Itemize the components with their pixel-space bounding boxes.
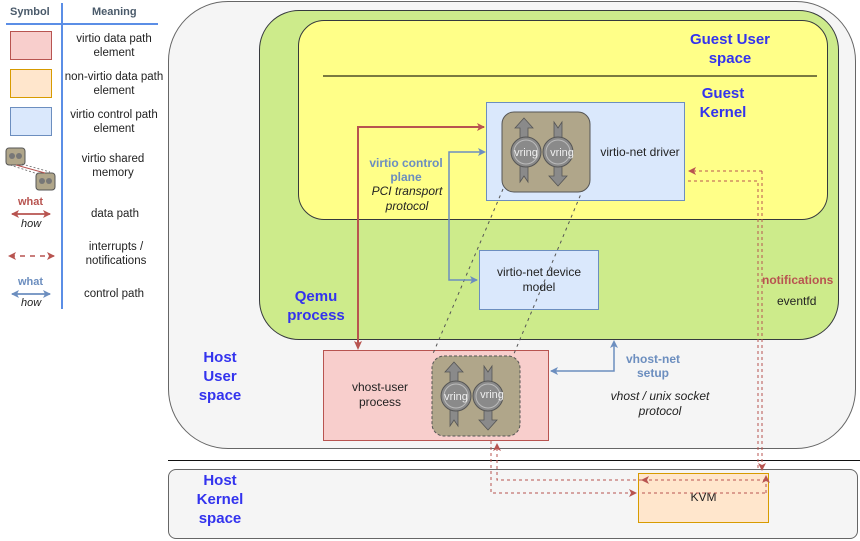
- legend-swatch-virtio-data: [10, 31, 52, 60]
- shared-memory-link-right: [512, 188, 584, 357]
- legend-header-meaning: Meaning: [92, 6, 137, 18]
- notification-arrow-driver-kvm: [688, 167, 766, 471]
- legend-meaning-virtio-control: virtio control path element: [70, 109, 158, 135]
- host-user-space-text: Host User space: [198, 349, 242, 404]
- vhost-user-process-label: vhost-user process: [351, 380, 409, 409]
- legend-swatch-non-virtio-data: [10, 69, 52, 98]
- guest-vring-left-label: vring: [514, 147, 538, 159]
- legend-header-divider: [6, 23, 158, 25]
- legend-notifications-arrow: [8, 252, 55, 260]
- host-vring-pair[interactable]: [431, 355, 521, 437]
- guest-kernel-text: Guest Kernel: [699, 85, 747, 121]
- vhost-net-setup-label: vhost-net setup: [626, 352, 680, 380]
- kvm-box[interactable]: [638, 473, 769, 523]
- legend-what-control: what: [18, 276, 44, 288]
- host-user-kernel-divider: [168, 460, 860, 461]
- virtio-net-device-model-label: virtio-net device model: [496, 265, 582, 294]
- notification-arrow-vhost-kvm: [490, 441, 770, 497]
- legend-what-data: what: [18, 196, 44, 208]
- legend-column-divider: [61, 3, 63, 309]
- legend-shared-memory-icon: [5, 147, 56, 191]
- notifications-label: notifications: [762, 273, 834, 287]
- data-path-arrow: [354, 123, 485, 350]
- host-vring-right-label: vring: [480, 389, 504, 401]
- host-user-space-label: Host User space: [192, 348, 248, 405]
- legend-meaning-control-path: control path: [83, 288, 145, 300]
- legend-swatch-virtio-control: [10, 107, 52, 136]
- guest-user-kernel-divider: [323, 75, 817, 77]
- guest-kernel-label: Guest Kernel: [690, 84, 756, 122]
- legend-header-symbol: Symbol: [10, 6, 50, 18]
- host-kernel-space-text: Host Kernel space: [196, 472, 244, 527]
- qemu-process-label: Qemu process: [278, 287, 354, 325]
- host-kernel-space-label: Host Kernel space: [192, 471, 248, 528]
- legend-meaning-data-path: data path: [91, 208, 139, 220]
- legend-how-control: how: [21, 297, 42, 309]
- shared-memory-link-left: [431, 188, 504, 357]
- pci-transport-protocol-label: PCI transport protocol: [371, 184, 443, 213]
- legend-meaning-shared-memory: virtio shared memory: [81, 153, 145, 179]
- virtio-control-plane-label: virtio control plane: [369, 156, 443, 184]
- vhost-unix-socket-protocol-label: vhost / unix socket protocol: [610, 389, 710, 418]
- qemu-process-text: Qemu process: [287, 288, 345, 324]
- host-vring-left-label: vring: [444, 391, 468, 403]
- guest-vring-right-label: vring: [550, 147, 574, 159]
- virtio-net-driver-label: virtio-net driver: [600, 145, 680, 159]
- eventfd-label: eventfd: [777, 294, 817, 308]
- legend-meaning-interrupts: interrupts / notifications: [85, 241, 147, 267]
- guest-user-space-text: Guest User space: [689, 31, 771, 67]
- legend-meaning-non-virtio-data: non-virtio data path element: [64, 71, 164, 97]
- control-path-arrow-vhost-setup: [550, 340, 618, 375]
- virtio-net-device-model-box[interactable]: [479, 250, 599, 310]
- legend-how-data: how: [21, 218, 42, 230]
- control-path-arrow-pci: [448, 148, 486, 284]
- legend-meaning-virtio-data: virtio data path element: [76, 33, 152, 59]
- guest-user-space-label: Guest User space: [680, 30, 780, 68]
